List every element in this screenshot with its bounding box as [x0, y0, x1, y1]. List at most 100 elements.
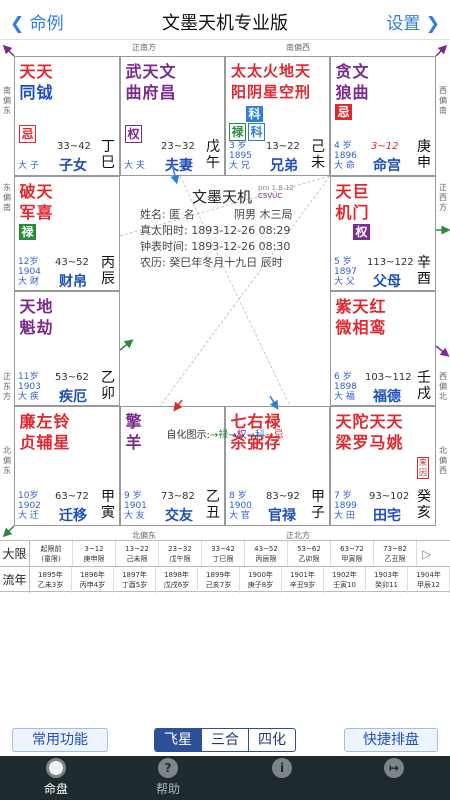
liunian-cell[interactable]: 1901年辛丑9岁 — [282, 567, 324, 593]
palace-range: 113~122 — [367, 257, 414, 268]
palace-stars: 七右禄杀弼存 — [230, 412, 281, 452]
hua-lu-badge: 禄 — [19, 221, 36, 240]
palace-range: 63~72 — [55, 491, 89, 502]
daxian-cell[interactable]: 起限前(童限) — [30, 541, 73, 567]
liunian-cell[interactable]: 1895年乙未3岁 — [30, 567, 72, 593]
direction-label: 东偏南 — [3, 183, 11, 212]
info-icon: i — [272, 758, 292, 778]
hua-quan-badge: 权 — [353, 221, 370, 240]
hua-ji-badge: 忌 — [19, 123, 36, 143]
palace-stars: 天地魁劫 — [19, 297, 53, 337]
liunian-cell[interactable]: 1904年甲辰12 — [408, 567, 450, 593]
chevron-left-icon: ❮ — [10, 14, 25, 34]
liunian-cell[interactable]: 1897年丁酉5岁 — [114, 567, 156, 593]
liunian-cell[interactable]: 1900年庚子8岁 — [240, 567, 282, 593]
tab-chart[interactable]: 命盘 — [26, 758, 86, 797]
common-functions-button[interactable]: 常用功能 — [12, 728, 108, 752]
palace-stars: 破天军喜 — [19, 182, 53, 222]
settings-button[interactable]: 设置 ❯ — [386, 9, 440, 34]
palace-name: 田宅 — [373, 508, 401, 524]
palace-cell-si[interactable]: 天天同钺 忌 33~42 大 子 子女 丁巳 — [14, 56, 120, 176]
daxian-header: 大限 — [0, 541, 30, 567]
palace-range: 23~32 — [161, 141, 195, 152]
palace-name: 兄弟 — [270, 158, 298, 174]
chart-icon — [46, 758, 66, 778]
palace-ganzhi: 丙辰 — [101, 255, 115, 287]
palace-ganzhi: 丁巳 — [101, 139, 115, 171]
direction-label: 西偏南 — [439, 86, 447, 115]
palace-range: 53~62 — [55, 372, 89, 383]
palace-stars: 廉左铃贞辅星 — [19, 412, 70, 452]
direction-label: 正北方 — [286, 531, 310, 540]
direction-label: 正南方 — [132, 43, 156, 52]
code-label: CSVUC — [258, 192, 283, 200]
liunian-header: 流年 — [0, 567, 30, 593]
direction-label: 正西方 — [439, 183, 447, 212]
palace-stars: 天陀天天梁罗马姚 — [335, 412, 403, 452]
direction-label: 北偏西 — [439, 446, 447, 475]
palace-name: 夫妻 — [165, 158, 193, 174]
quick-chart-button[interactable]: 快捷排盘 — [344, 728, 438, 752]
tab-label: 帮助 — [155, 782, 180, 796]
tab-label: 命盘 — [43, 782, 68, 796]
liunian-cell[interactable]: 1898年戊戌6岁 — [156, 567, 198, 593]
hua-ke-badge: 科 — [246, 103, 263, 122]
palace-name: 命宫 — [373, 158, 401, 174]
liunian-cell[interactable]: 1899年己亥7岁 — [198, 567, 240, 593]
palace-ganzhi: 壬戌 — [417, 370, 431, 402]
palace-stars: 天巨机门 — [335, 182, 369, 222]
mode-feixing[interactable]: 飞星 — [155, 729, 202, 751]
clock-time: 钟表时间: 1893-12-26 08:30 — [140, 240, 291, 253]
back-button[interactable]: ❮ 命例 — [10, 9, 64, 34]
palace-stars: 紫天红微相鸾 — [335, 297, 386, 337]
mode-sihua[interactable]: 四化 — [258, 732, 286, 748]
tab-help[interactable]: ? 帮助 — [138, 758, 198, 797]
palace-range: 43~52 — [55, 257, 89, 268]
palace-name: 迁移 — [59, 508, 87, 524]
liunian-cell[interactable]: 1902年壬寅10 — [324, 567, 366, 593]
palace-ganzhi: 甲子 — [311, 489, 325, 521]
play-icon[interactable]: ▷ — [422, 547, 432, 561]
settings-label: 设置 — [386, 14, 421, 34]
mode-sanhe[interactable]: 三合 — [202, 729, 249, 751]
palace-range: 3~12 — [371, 141, 399, 152]
palace-name: 福德 — [373, 389, 401, 405]
palace-name: 子女 — [59, 158, 87, 174]
palace-range: 73~82 — [161, 491, 195, 502]
tab-exit[interactable]: ↦ — [364, 758, 424, 780]
palace-range: 13~22 — [266, 141, 300, 152]
palace-cell-wu[interactable]: 武天文曲府昌 权 23~32 大 夫 夫妻 戊午 — [120, 56, 225, 176]
tab-info[interactable]: i — [252, 758, 312, 780]
palace-range: 103~112 — [365, 372, 412, 383]
palace-stars: 天天同钺 — [19, 62, 53, 102]
hua-lu-badge: 禄 — [229, 121, 246, 141]
liunian-cell[interactable]: 1896年丙申4岁 — [72, 567, 114, 593]
liunian-cell[interactable]: 1903年癸卯11 — [366, 567, 408, 593]
version-label: pro 1.8.12 — [258, 184, 294, 192]
